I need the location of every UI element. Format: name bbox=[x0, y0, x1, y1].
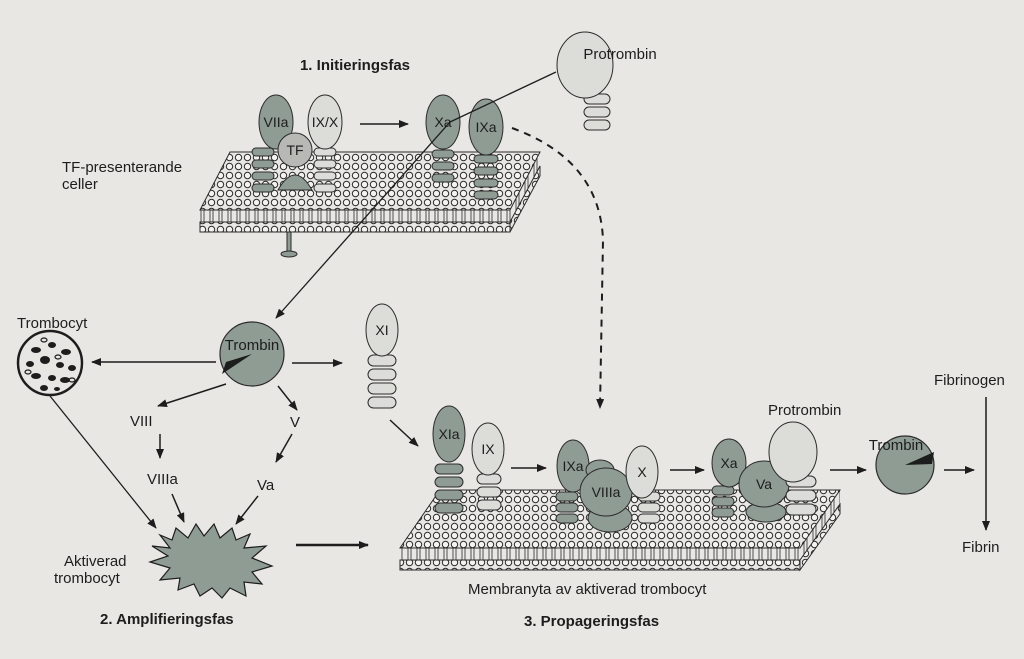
tf-cells-label-2: celler bbox=[62, 176, 98, 193]
v-label: V bbox=[290, 414, 300, 431]
activated-trombocyt bbox=[148, 522, 274, 599]
factor-tf: TF bbox=[277, 132, 313, 191]
factor-x-bottom: X bbox=[625, 445, 661, 524]
phase-2-title: 2. Amplifieringsfas bbox=[100, 611, 234, 628]
factor-xi: XI bbox=[365, 303, 399, 409]
factor-ix-x: IX/X bbox=[307, 94, 343, 193]
trombin-mid-label: Trombin bbox=[225, 337, 279, 354]
factor-viia: VIIa bbox=[251, 94, 294, 193]
factor-ix-x-label: IX/X bbox=[312, 114, 339, 130]
protrombin-top: Protrombin bbox=[556, 31, 657, 131]
trombocyt bbox=[16, 329, 84, 397]
factor-xa-bottom-label: Xa bbox=[720, 455, 737, 471]
factor-ix-bottom-label: IX bbox=[481, 441, 495, 457]
protrombin-right bbox=[768, 421, 818, 516]
factor-xa-top-label: Xa bbox=[434, 114, 451, 130]
factor-ixa-top: IXa bbox=[468, 98, 504, 200]
dashed-arrow-ixa-to-propagation bbox=[511, 127, 605, 409]
tf-cells-label-1: TF-presenterande bbox=[62, 159, 182, 176]
line-protrombin-to-xa bbox=[449, 71, 557, 123]
factor-xi-label: XI bbox=[375, 322, 388, 338]
viii-label: VIII bbox=[130, 413, 153, 430]
factor-xia: XIa bbox=[432, 405, 466, 514]
viiia-label: VIIIa bbox=[147, 471, 179, 488]
arrow-trombocyt-to-activated bbox=[49, 395, 157, 529]
factor-va-bottom: Va bbox=[738, 460, 790, 523]
arrow-v-to-va bbox=[275, 433, 293, 463]
protrombin-top-label: Protrombin bbox=[583, 46, 656, 63]
trombin-right: Trombin bbox=[869, 435, 935, 495]
factor-xa-top: Xa bbox=[425, 94, 461, 183]
factor-viiia-bottom-label: VIIIa bbox=[592, 484, 621, 500]
phase-3-title: 3. Propageringsfas bbox=[524, 613, 659, 630]
va-label: Va bbox=[257, 477, 275, 494]
arrow-xa-to-trombin bbox=[275, 121, 451, 319]
arrow-va-to-activated bbox=[235, 495, 259, 525]
arrow-trombin-to-viii bbox=[157, 383, 227, 408]
aktiverad-label-2: trombocyt bbox=[54, 570, 121, 587]
factor-ixa-top-label: IXa bbox=[475, 119, 496, 135]
factor-x-bottom-label: X bbox=[637, 464, 647, 480]
trombin-mid: Trombin bbox=[219, 321, 285, 387]
trombin-right-label: Trombin bbox=[869, 437, 923, 454]
tf-cell-membrane bbox=[199, 151, 541, 258]
arrow-trombin-to-v bbox=[277, 385, 298, 411]
factor-ixa-bottom-label: IXa bbox=[562, 458, 583, 474]
aktiverad-label-1: Aktiverad bbox=[64, 553, 127, 570]
membrane-label: Membranyta av aktiverad trombocyt bbox=[468, 581, 707, 598]
factor-va-bottom-label: Va bbox=[756, 476, 772, 492]
factor-ix-bottom: IX bbox=[471, 422, 505, 511]
protrombin-right-label: Protrombin bbox=[768, 402, 841, 419]
factor-xia-label: XIa bbox=[438, 426, 459, 442]
factor-viiia-bottom: VIIIa bbox=[579, 459, 633, 533]
phase-1-title: 1. Initieringsfas bbox=[300, 57, 410, 74]
arrow-xi-to-xia bbox=[389, 419, 419, 447]
factor-ixa-bottom: IXa bbox=[555, 439, 590, 524]
factor-viia-label: VIIa bbox=[264, 114, 289, 130]
fibrin-label: Fibrin bbox=[962, 539, 1000, 556]
fibrinogen-label: Fibrinogen bbox=[934, 372, 1005, 389]
factor-tf-label: TF bbox=[286, 142, 303, 158]
arrow-viiia-to-activated bbox=[171, 493, 185, 523]
factor-xa-bottom: Xa bbox=[711, 438, 747, 518]
trombocyt-label: Trombocyt bbox=[17, 315, 88, 332]
